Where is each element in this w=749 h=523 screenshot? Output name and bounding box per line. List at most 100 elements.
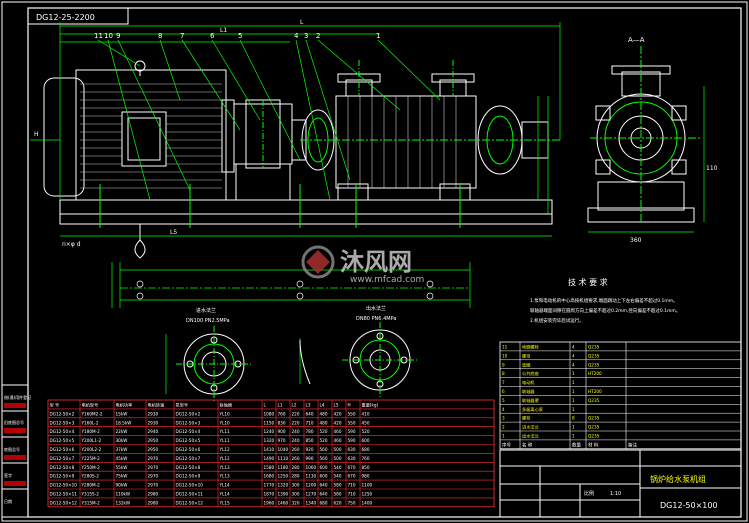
spec-cell: 1250 xyxy=(278,474,289,479)
spec-cell: YL10 xyxy=(219,411,231,416)
bom-header-cell: 备注 xyxy=(628,441,637,448)
spec-cell: 2930 xyxy=(148,420,159,425)
spec-cell: 540 xyxy=(334,465,342,470)
spec-cell: Y200L2-2 xyxy=(81,447,102,452)
spec-cell: 2970 xyxy=(148,465,159,470)
spec-cell: 280 xyxy=(292,465,300,470)
spec-cell: 760 xyxy=(278,411,286,416)
spec-cell: 410 xyxy=(362,411,370,416)
inlet-flange-spec: DN100 PN2.5MPa xyxy=(186,318,230,324)
bom-cell: 1 xyxy=(572,425,575,430)
spec-cell: DG12-50×8 xyxy=(176,465,201,470)
bom-cell: 2 xyxy=(502,425,505,430)
spec-cell: 1390 xyxy=(278,492,289,497)
bom-cell: 1 xyxy=(572,389,575,394)
spec-cell: YL12 xyxy=(219,447,231,452)
spec-cell: YL14 xyxy=(219,483,231,488)
spec-cell: DG12-50×4 xyxy=(176,429,201,434)
dim-H: H xyxy=(34,131,39,138)
spec-cell: DG12-50×11 xyxy=(50,492,78,497)
spec-cell: Y180M-2 xyxy=(81,429,101,434)
spec-header-cell: 泵型号 xyxy=(176,402,189,409)
bom-cell: 地脚螺栓 xyxy=(522,344,540,351)
spec-cell: 540 xyxy=(334,474,342,479)
spec-cell: 240 xyxy=(292,429,300,434)
spec-cell: 132kW xyxy=(116,500,131,505)
spec-cell: 850 xyxy=(362,465,370,470)
spec-cell: 1250 xyxy=(362,492,373,497)
part-label: 10 xyxy=(104,32,113,40)
dim-L1: L1 xyxy=(220,27,227,34)
spec-cell: 630 xyxy=(348,456,356,461)
spec-cell: DG12-50×3 xyxy=(50,420,75,425)
spec-cell: DG12-50×6 xyxy=(50,447,75,452)
part-label: 9 xyxy=(116,32,120,40)
spec-header-cell: L2 xyxy=(292,403,297,408)
spec-cell: 640 xyxy=(320,492,328,497)
spec-cell: 550 xyxy=(348,411,356,416)
bom-cell: 8 xyxy=(502,371,505,376)
spec-cell: 55kW xyxy=(116,465,128,470)
spec-cell: 1240 xyxy=(264,429,275,434)
bom-cell: 1 xyxy=(572,407,575,412)
spec-cell: DG12-50×2 xyxy=(50,411,75,416)
watermark-name: 沐风网 xyxy=(340,248,412,276)
spec-header-cell: 型 号 xyxy=(50,402,60,409)
spec-cell: 620 xyxy=(334,500,342,505)
spec-cell: 710 xyxy=(348,483,356,488)
spec-cell: 710 xyxy=(306,420,314,425)
part-label: 11 xyxy=(94,32,103,40)
bom-cell: 8 xyxy=(572,416,575,421)
spec-cell: YL13 xyxy=(219,465,231,470)
watermark: 沐风网 www.mfcad.com xyxy=(301,245,424,285)
spec-cell: YL11 xyxy=(219,429,231,434)
spec-cell: YL13 xyxy=(219,474,231,479)
bom-cell: 4 xyxy=(572,353,575,358)
tech-title: 技 术 要 求 xyxy=(568,277,608,287)
spec-cell: Y250M-2 xyxy=(81,465,101,470)
spec-cell: 780 xyxy=(306,429,314,434)
spec-cell: 670 xyxy=(348,465,356,470)
spec-cell: 1270 xyxy=(306,492,317,497)
spec-cell: 760 xyxy=(362,456,370,461)
spec-cell: 680 xyxy=(320,500,328,505)
spec-cell: 18.5kW xyxy=(116,420,132,425)
spec-header-cell: L1 xyxy=(278,403,283,408)
spec-cell: DG12-50×8 xyxy=(50,465,75,470)
strip-label-4: 日期 xyxy=(4,498,12,504)
spec-cell: 2970 xyxy=(148,474,159,479)
spec-cell: 750 xyxy=(348,500,356,505)
bom-cell: 螺栓 xyxy=(522,415,531,422)
strip-label-0: 借(通)用件登记 xyxy=(4,394,31,400)
spec-cell: 520 xyxy=(320,438,328,443)
spec-cell: 1080 xyxy=(264,411,275,416)
spec-header-cell: H xyxy=(348,403,351,408)
spec-cell: 1490 xyxy=(264,456,275,461)
spec-cell: 600 xyxy=(362,438,370,443)
anchor-bolts xyxy=(99,184,461,228)
part-label: 5 xyxy=(238,32,242,40)
spec-cell: 2930 xyxy=(148,411,159,416)
bom-cell: 1 xyxy=(572,398,575,403)
bom-cell: Q235 xyxy=(588,398,600,403)
bom-cell: HT200 xyxy=(588,371,602,376)
spec-cell: 970 xyxy=(278,438,286,443)
bom-header-cell: 数量 xyxy=(572,441,581,448)
spec-cell: 980 xyxy=(362,474,370,479)
spec-cell: DG12-50×10 xyxy=(50,483,78,488)
spec-cell: Y160L-2 xyxy=(81,420,99,425)
spec-cell: 37kW xyxy=(116,447,128,452)
spec-cell: 850 xyxy=(306,438,314,443)
bom-header-cell: 材 料 xyxy=(588,441,599,448)
spec-cell: DG12-50×7 xyxy=(176,456,201,461)
bom-cell: 1 xyxy=(572,371,575,376)
spec-cell: 1460 xyxy=(278,500,289,505)
spec-cell: 1320 xyxy=(278,483,289,488)
spec-cell: 90kW xyxy=(116,483,128,488)
spec-cell: 1320 xyxy=(264,438,275,443)
spec-cell: 550 xyxy=(348,420,356,425)
scale-label: 比例 xyxy=(584,490,594,497)
spec-cell: 480 xyxy=(320,411,328,416)
foundation-hook xyxy=(134,224,146,259)
bom-cell: 1 xyxy=(572,380,575,385)
